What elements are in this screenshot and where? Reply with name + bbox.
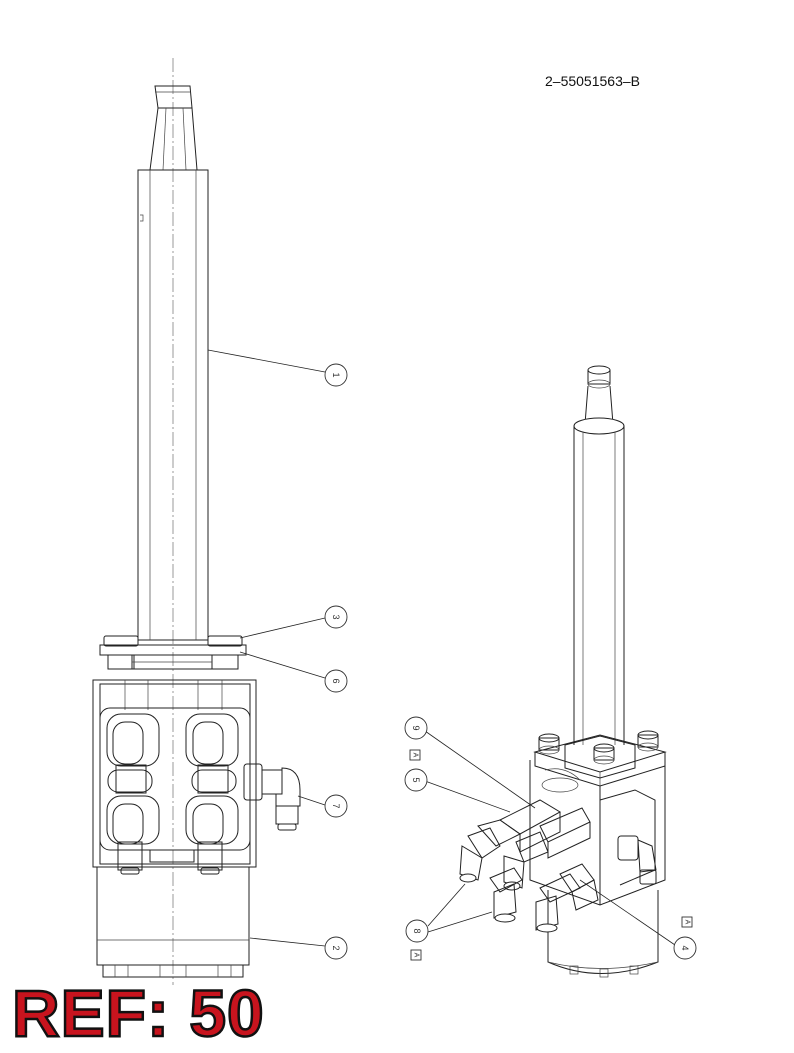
leader-6: [239, 651, 326, 679]
callout-4: 4: [673, 936, 697, 960]
gerotor-housing: [96, 866, 250, 978]
ref-label: REF: 50: [11, 976, 265, 1050]
callout-7: 7: [324, 794, 348, 818]
mounting-flange: [99, 635, 247, 670]
svg-text:A: A: [412, 753, 419, 758]
iso-gerotor-housing: [547, 890, 659, 978]
view-marker-a-right: A: [681, 916, 693, 928]
view-marker-a-upper: A: [409, 749, 421, 761]
svg-text:6: 6: [331, 678, 341, 683]
leader-3: [239, 617, 326, 639]
svg-text:2: 2: [331, 945, 341, 950]
callout-2: 2: [324, 936, 348, 960]
view-marker-a-lower: A: [410, 949, 422, 961]
iso-leader-8b: [427, 911, 493, 933]
isometric-view: 9 5 8 4 A A A: [404, 365, 697, 978]
iso-shaft-tip: [584, 365, 614, 425]
svg-text:A: A: [684, 920, 691, 925]
iso-side-fitting: [617, 835, 657, 885]
iso-leader-4: [579, 879, 676, 946]
callout-6: 6: [324, 669, 348, 693]
front-view: 1 3 6 7 2: [92, 58, 348, 985]
iso-leader-5: [424, 780, 511, 813]
iso-fitting-4: [559, 863, 599, 911]
svg-text:7: 7: [331, 803, 341, 808]
callout-1: 1: [324, 363, 348, 387]
iso-flange: [533, 730, 667, 787]
iso-steering-column: [573, 417, 625, 745]
svg-text:8: 8: [412, 928, 422, 933]
callout-8: 8: [405, 919, 429, 943]
iso-bolt: [637, 730, 659, 752]
callout-5: 5: [404, 768, 428, 792]
svg-text:1: 1: [331, 372, 341, 377]
svg-text:9: 9: [411, 725, 421, 730]
iso-bolt: [593, 743, 615, 765]
valve-body: [92, 679, 257, 875]
iso-bolt: [538, 733, 560, 755]
iso-fitting-9: [503, 807, 591, 891]
iso-fitting-5: [459, 799, 562, 883]
side-elbow-fitting: [243, 763, 301, 831]
iso-valve-body: [529, 760, 666, 906]
iso-leader-8a: [427, 883, 466, 927]
svg-text:3: 3: [331, 614, 341, 619]
svg-text:5: 5: [411, 777, 421, 782]
leader-1: [207, 349, 326, 373]
part-number: 2–55051563–B: [545, 73, 640, 89]
callout-3: 3: [324, 605, 348, 629]
leader-2: [249, 937, 326, 947]
steering-column: [137, 169, 209, 641]
callout-9: 9: [404, 716, 428, 740]
steering-shaft-tip: [149, 85, 198, 171]
svg-text:A: A: [413, 953, 420, 958]
iso-leader-9: [424, 730, 536, 809]
svg-text:4: 4: [680, 945, 690, 950]
leader-7: [297, 795, 326, 806]
